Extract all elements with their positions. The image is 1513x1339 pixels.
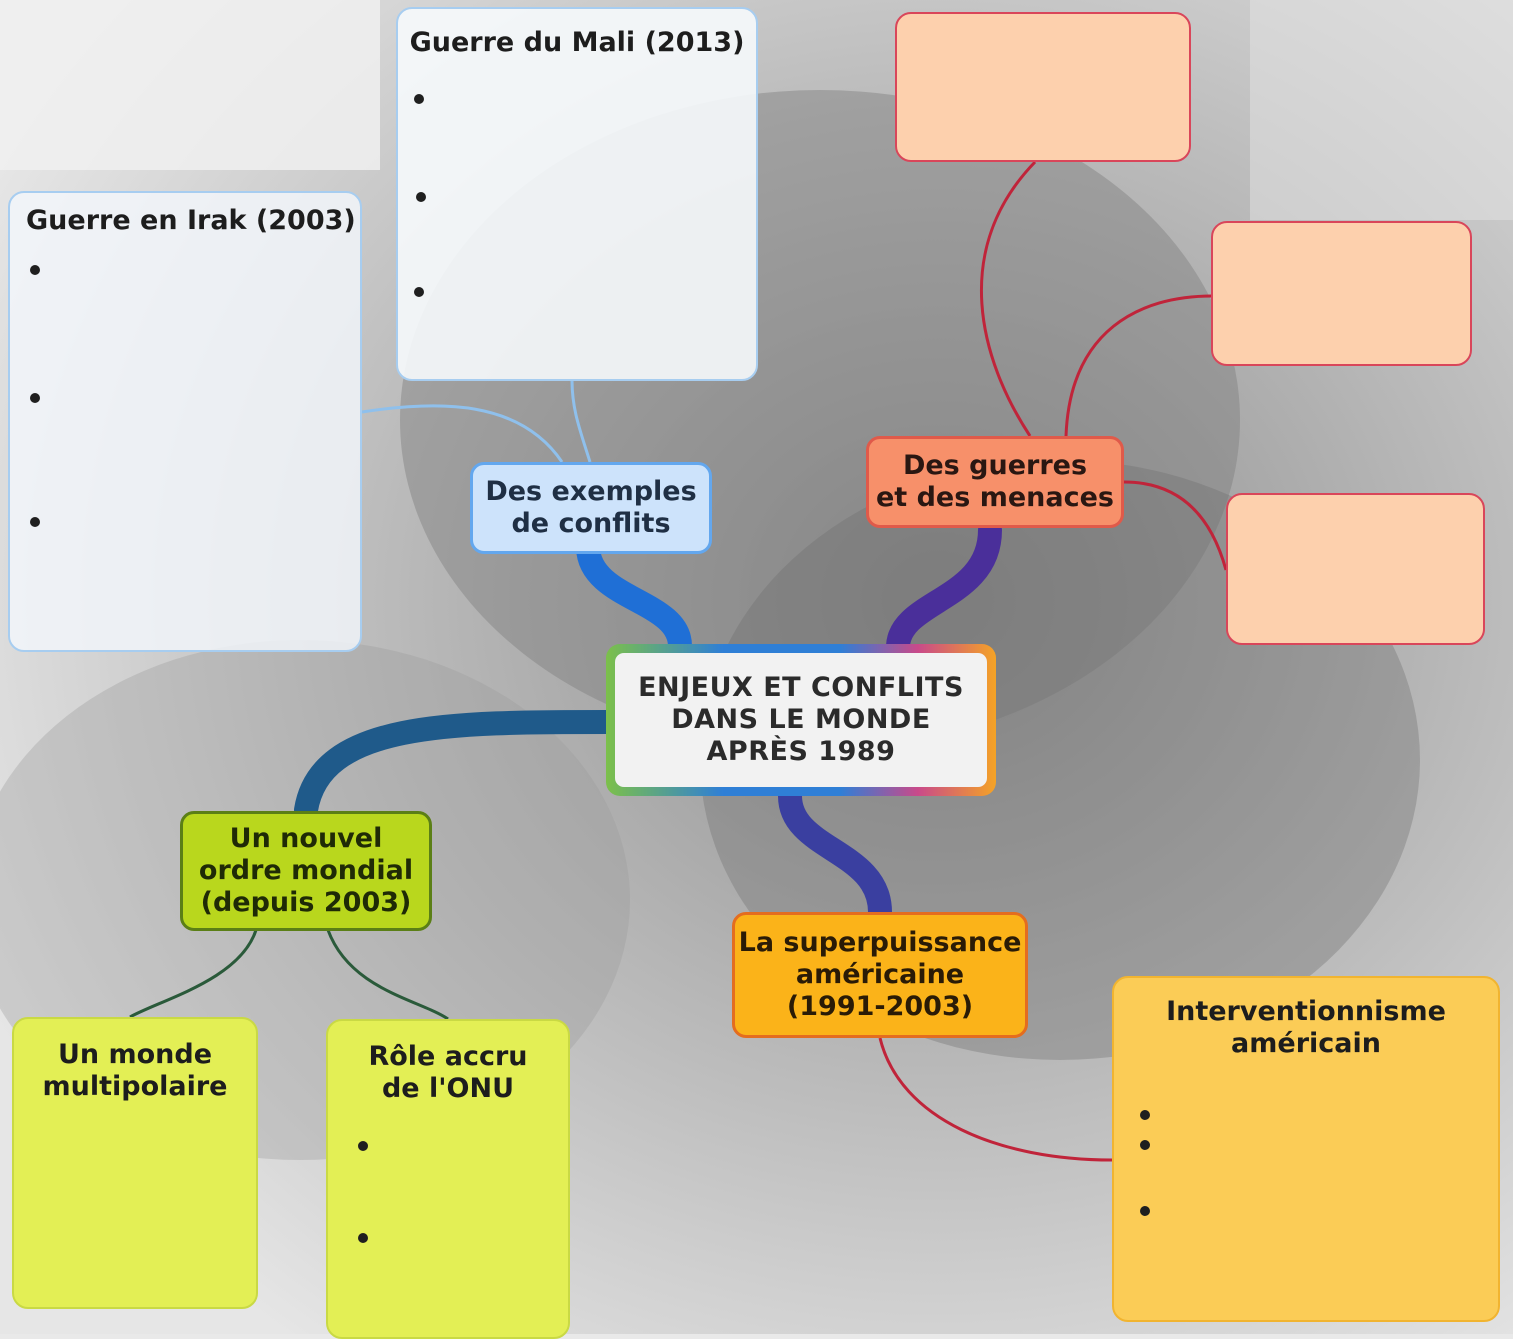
bullet-irak-1 bbox=[30, 265, 40, 275]
bullet-onu-1 bbox=[358, 1141, 368, 1151]
link-guerres-s1 bbox=[980, 160, 1037, 437]
panel-interv-line1: Interventionnisme bbox=[1166, 996, 1446, 1027]
link-center-ordre bbox=[294, 710, 620, 822]
bullet-mali-2 bbox=[416, 192, 426, 202]
panel-irak-title: Guerre en Irak (2003) bbox=[26, 205, 356, 236]
link-conflits-irak bbox=[361, 404, 564, 463]
empty-box-menace-2 bbox=[1211, 221, 1472, 366]
central-topic-node: ENJEUX ET CONFLITS DANS LE MONDE APRÈS 1… bbox=[606, 644, 996, 796]
panel-mali-title: Guerre du Mali (2013) bbox=[409, 27, 745, 58]
bullet-mali-1 bbox=[414, 94, 424, 104]
node-des-exemples-de-conflits: Des exemples de conflits bbox=[470, 462, 712, 554]
node-guerres-line1: Des guerres bbox=[902, 450, 1088, 482]
central-topic-inner: ENJEUX ET CONFLITS DANS LE MONDE APRÈS 1… bbox=[615, 653, 987, 787]
node-des-guerres-et-des-menaces: Des guerres et des menaces bbox=[866, 436, 1124, 528]
empty-box-menace-3 bbox=[1226, 493, 1485, 645]
panel-multipolaire-line1: Un monde bbox=[57, 1039, 213, 1070]
panel-interv-line2: américain bbox=[1231, 1028, 1381, 1060]
panel-onu-line1: Rôle accru bbox=[368, 1041, 528, 1072]
node-superpuissance-line3: (1991-2003) bbox=[786, 990, 974, 1022]
empty-box-menace-1 bbox=[895, 12, 1191, 162]
central-topic-line3: APRÈS 1989 bbox=[706, 735, 896, 767]
node-ordre-line2: ordre mondial bbox=[198, 855, 414, 887]
panel-un-monde-multipolaire: Un monde multipolaire bbox=[12, 1017, 258, 1309]
link-center-conflits bbox=[576, 536, 692, 658]
panel-role-accru-de-l-onu: Rôle accru de l'ONU bbox=[326, 1019, 570, 1339]
link-conflits-mali bbox=[570, 379, 592, 463]
link-guerres-s2 bbox=[1064, 294, 1213, 437]
link-superpuissance-interv bbox=[878, 1037, 1113, 1162]
node-un-nouvel-ordre-mondial: Un nouvel ordre mondial (depuis 2003) bbox=[180, 811, 432, 931]
node-ordre-line1: Un nouvel bbox=[229, 823, 383, 855]
node-superpuissance-line1: La superpuissance bbox=[738, 927, 1022, 959]
link-ordre-multipolaire bbox=[129, 929, 258, 1019]
link-ordre-onu bbox=[326, 929, 449, 1021]
node-ordre-line3: (depuis 2003) bbox=[200, 886, 412, 918]
bullet-onu-2 bbox=[358, 1233, 368, 1243]
bullet-interv-2 bbox=[1140, 1140, 1150, 1150]
panel-interventionnisme-americain: Interventionnisme américain bbox=[1112, 976, 1500, 1322]
link-center-guerres bbox=[886, 518, 1002, 658]
node-la-superpuissance-americaine: La superpuissance américaine (1991-2003) bbox=[732, 912, 1028, 1038]
panel-interv-title: Interventionnisme américain bbox=[1114, 996, 1498, 1061]
link-guerres-s3 bbox=[1123, 480, 1228, 571]
panel-onu-title: Rôle accru de l'ONU bbox=[328, 1041, 568, 1106]
panel-guerre-en-irak: Guerre en Irak (2003) bbox=[8, 191, 362, 652]
bullet-interv-1 bbox=[1140, 1110, 1150, 1120]
bullet-interv-3 bbox=[1140, 1206, 1150, 1216]
link-center-superpuissance bbox=[778, 784, 892, 924]
node-superpuissance-line2: américaine bbox=[795, 959, 965, 991]
node-conflits-line2: de conflits bbox=[511, 508, 671, 539]
bullet-irak-3 bbox=[30, 517, 40, 527]
panel-guerre-du-mali: Guerre du Mali (2013) bbox=[396, 7, 758, 381]
node-guerres-line2: et des menaces bbox=[875, 482, 1114, 513]
node-conflits-line1: Des exemples bbox=[485, 476, 697, 508]
central-topic-line1: ENJEUX ET CONFLITS bbox=[638, 672, 964, 704]
bullet-irak-2 bbox=[30, 393, 40, 403]
panel-multipolaire-line2: multipolaire bbox=[42, 1071, 228, 1103]
bullet-mali-3 bbox=[414, 287, 424, 297]
central-topic-line2: DANS LE MONDE bbox=[671, 704, 931, 736]
panel-multipolaire-title: Un monde multipolaire bbox=[14, 1039, 256, 1104]
panel-onu-line2: de l'ONU bbox=[381, 1073, 515, 1105]
